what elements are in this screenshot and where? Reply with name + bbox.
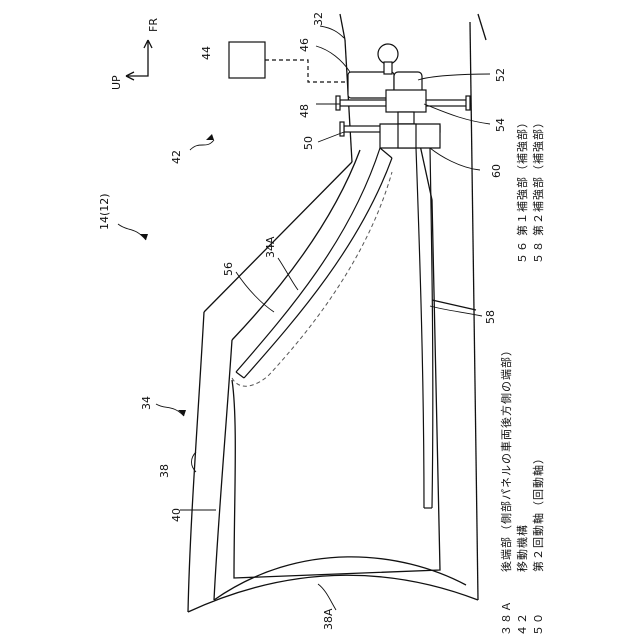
legend-left-1-text: 後端部（側部パネルの車両後方側の端部） bbox=[499, 344, 513, 572]
second-reinforcement-58 bbox=[416, 148, 433, 508]
legend-right-2-text: 第２補強部（補強部） bbox=[531, 116, 545, 236]
reinforcement-34a bbox=[236, 148, 392, 378]
reinforcement-plate bbox=[232, 145, 440, 578]
ref-34a: 34A bbox=[264, 236, 277, 258]
control-line bbox=[265, 60, 348, 82]
legend-right-2-code: ５８ bbox=[532, 240, 545, 264]
motor-cap bbox=[378, 44, 398, 64]
ref-50: 50 bbox=[302, 136, 315, 150]
legend-left-3-text: 第２回動軸（回動軸） bbox=[531, 452, 545, 572]
moving-mechanism bbox=[229, 42, 470, 148]
ref-40: 40 bbox=[170, 508, 183, 522]
ref-60: 60 bbox=[490, 164, 503, 178]
ref-42: 42 bbox=[170, 150, 183, 164]
ref-56: 56 bbox=[222, 262, 235, 276]
panel-outer-edge bbox=[188, 312, 204, 612]
ref-14: 14(12) bbox=[98, 193, 111, 230]
legend-left-2-code: ４２ bbox=[516, 612, 529, 636]
panel-inner-edge bbox=[214, 340, 232, 600]
block-54 bbox=[386, 90, 426, 112]
axis-forward-label: FR bbox=[147, 18, 160, 32]
panel-upper-inner-edge bbox=[232, 150, 360, 340]
ref-52: 52 bbox=[494, 68, 507, 82]
ref-34: 34 bbox=[140, 396, 153, 410]
ref-32: 32 bbox=[312, 12, 325, 26]
legend-left-1-code: ３８Ａ bbox=[500, 600, 513, 636]
ref-38a: 38A bbox=[322, 608, 335, 630]
legend: ３８Ａ 後端部（側部パネルの車両後方側の端部） ４２ 移動機構 ５０ 第２回動軸… bbox=[499, 116, 545, 636]
ref-54: 54 bbox=[494, 118, 507, 132]
ref-58: 58 bbox=[484, 310, 497, 324]
panel-bottom-inner bbox=[214, 557, 466, 600]
ref-38: 38 bbox=[158, 464, 171, 478]
panel-upper-edge bbox=[204, 162, 352, 312]
ref-44: 44 bbox=[200, 46, 213, 60]
panel-right-top bbox=[478, 14, 486, 40]
direction-indicator bbox=[126, 40, 152, 80]
legend-right-1-code: ５６ bbox=[516, 240, 529, 264]
ref-46: 46 bbox=[298, 38, 311, 52]
legend-left-2-text: 移動機構 bbox=[515, 524, 529, 572]
panel-right-edge bbox=[470, 22, 478, 600]
panel-bottom-edge bbox=[188, 575, 478, 612]
ref-48: 48 bbox=[298, 104, 311, 118]
axis-up-label: UP bbox=[110, 75, 123, 90]
legend-left-3-code: ５０ bbox=[532, 612, 545, 636]
arrow-heads bbox=[140, 134, 214, 416]
legend-right-1-text: 第１補強部（補強部） bbox=[515, 116, 529, 236]
controller-box-44 bbox=[229, 42, 265, 78]
